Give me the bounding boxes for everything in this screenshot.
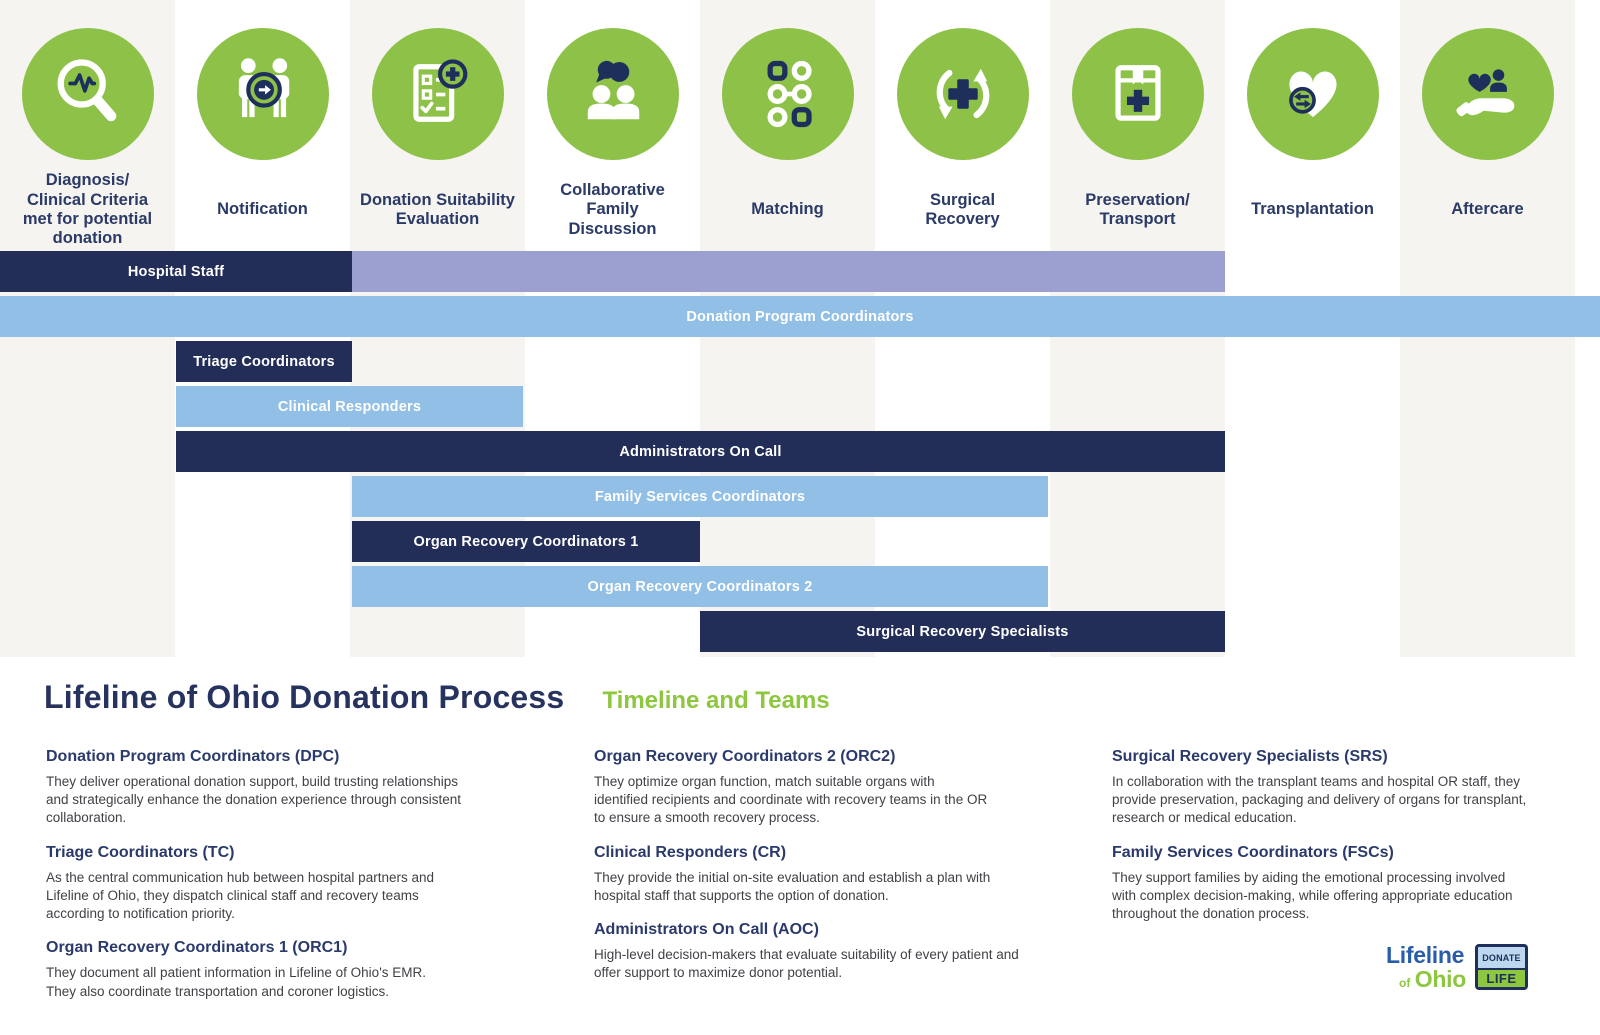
step-label: Donation Suitability Evaluation <box>360 190 515 228</box>
team-description: Organ Recovery Coordinators 1 (ORC1) The… <box>46 939 546 1000</box>
team-heading: Clinical Responders (CR) <box>594 843 787 861</box>
checklist-plus-icon <box>371 28 504 160</box>
description-column-1: Donation Program Coordinators (DPC) They… <box>46 748 546 1017</box>
timeline-bar-hospital-staff: Hospital Staff <box>0 251 1225 292</box>
team-body: They provide the initial on-site evaluat… <box>594 869 991 903</box>
description-column-3: Surgical Recovery Specialists (SRS) In c… <box>1112 748 1590 939</box>
team-heading: Organ Recovery Coordinators 2 (ORC2) <box>594 748 896 765</box>
process-step-diagnosis: Diagnosis/ Clinical Criteria met for pot… <box>0 0 175 247</box>
hand-care-icon <box>1421 28 1554 160</box>
team-description: Triage Coordinators (TC) As the central … <box>46 844 546 924</box>
timeline-bar-label: Family Services Coordinators <box>594 488 806 505</box>
team-description: Clinical Responders (CR) They provide th… <box>594 844 1094 905</box>
process-step-surgical-recovery: Surgical Recovery <box>875 0 1050 228</box>
family-chat-icon <box>546 28 679 160</box>
team-description: Organ Recovery Coordinators 2 (ORC2) The… <box>594 748 1094 828</box>
step-label: Aftercare <box>1451 200 1524 219</box>
timeline-bar-clinical-responders: Clinical Responders <box>176 386 523 427</box>
team-description: Family Services Coordinators (FSCs) They… <box>1112 844 1590 924</box>
process-step-preservation-transport: Preservation/ Transport <box>1050 0 1225 228</box>
team-body: They support families by aiding the emot… <box>1112 869 1513 922</box>
team-body: They document all patient information in… <box>46 965 427 999</box>
team-body: In collaboration with the transplant tea… <box>1112 774 1527 826</box>
timeline-bar-label: Surgical Recovery Specialists <box>856 623 1069 640</box>
step-label: Matching <box>751 200 824 219</box>
page-subtitle: Timeline and Teams <box>602 687 830 714</box>
step-label: Notification <box>217 200 308 219</box>
team-body: They deliver operational donation suppor… <box>46 774 462 826</box>
transport-box-icon <box>1071 28 1204 160</box>
logo-ohio-text: Ohio <box>1414 966 1466 992</box>
timeline-bar-label: Organ Recovery Coordinators 2 <box>587 578 813 595</box>
timeline-bar-hospital-staff-extension <box>352 251 1225 292</box>
process-step-matching: Matching <box>700 0 875 218</box>
process-step-aftercare: Aftercare <box>1400 0 1575 218</box>
step-label: Collaborative Family Discussion <box>560 180 665 238</box>
team-description: Administrators On Call (AOC) High-level … <box>594 921 1094 982</box>
team-body: High-level decision-makers that evaluate… <box>594 947 1019 981</box>
logo-lifeline-text: Lifeline <box>1386 942 1465 968</box>
lifeline-of-ohio-logo: Lifeline of Ohio DONATE LIFE <box>1386 944 1528 991</box>
timeline-bar-triage-coordinators: Triage Coordinators <box>176 341 352 382</box>
page-title: Lifeline of Ohio Donation Process <box>44 679 565 715</box>
timeline-bar-label: Donation Program Coordinators <box>686 308 914 325</box>
timeline-bar-administrators-on-call: Administrators On Call <box>176 431 1225 472</box>
donate-life-donate-text: DONATE <box>1482 952 1521 963</box>
process-step-family-discussion: Collaborative Family Discussion <box>525 0 700 238</box>
heart-exchange-icon <box>1246 28 1379 160</box>
donate-life-life-text: LIFE <box>1477 968 1525 987</box>
section-title-row: Lifeline of Ohio Donation Process Timeli… <box>44 679 830 716</box>
process-step-suitability-evaluation: Donation Suitability Evaluation <box>350 0 525 228</box>
team-heading: Family Services Coordinators (FSCs) <box>1112 843 1394 861</box>
step-label: Transplantation <box>1251 200 1374 219</box>
timeline-bar-family-services-coordinators: Family Services Coordinators <box>352 476 1048 517</box>
logo-of-text: of <box>1399 976 1411 990</box>
timeline-bar-label: Triage Coordinators <box>193 353 335 370</box>
team-description: Donation Program Coordinators (DPC) They… <box>46 748 546 828</box>
timeline-bar-donation-program-coordinators: Donation Program Coordinators <box>0 296 1600 337</box>
team-heading: Donation Program Coordinators (DPC) <box>46 748 340 765</box>
people-arrow-icon <box>196 28 329 160</box>
step-label: Surgical Recovery <box>925 190 1000 228</box>
step-label: Preservation/ Transport <box>1085 190 1190 228</box>
timeline-bar-label: Hospital Staff <box>0 251 352 292</box>
process-step-transplantation: Transplantation <box>1225 0 1400 218</box>
team-heading: Surgical Recovery Specialists (SRS) <box>1112 748 1388 765</box>
team-description: Surgical Recovery Specialists (SRS) In c… <box>1112 748 1590 828</box>
timeline-bar-label: Administrators On Call <box>619 443 782 460</box>
match-nodes-icon <box>721 28 854 160</box>
magnifier-pulse-icon <box>21 28 154 160</box>
team-body: As the central communication hub between… <box>46 869 434 922</box>
timeline-bar-surgical-recovery-specialists: Surgical Recovery Specialists <box>700 611 1225 652</box>
team-heading: Administrators On Call (AOC) <box>594 921 819 939</box>
description-column-2: Organ Recovery Coordinators 2 (ORC2) The… <box>594 748 1094 999</box>
donate-life-logo: DONATE LIFE <box>1474 944 1528 990</box>
timeline-bar-organ-recovery-coordinators-2: Organ Recovery Coordinators 2 <box>352 566 1048 607</box>
process-step-notification: Notification <box>175 0 350 218</box>
team-body: They optimize organ function, match suit… <box>594 774 988 826</box>
timeline-bar-label: Organ Recovery Coordinators 1 <box>413 533 639 550</box>
timeline-bar-organ-recovery-coordinators-1: Organ Recovery Coordinators 1 <box>352 521 700 562</box>
team-heading: Triage Coordinators (TC) <box>46 843 235 861</box>
lifeline-of-ohio-wordmark: Lifeline of Ohio <box>1386 944 1466 991</box>
team-heading: Organ Recovery Coordinators 1 (ORC1) <box>46 939 348 957</box>
cycle-cross-icon <box>896 28 1029 160</box>
step-label: Diagnosis/ Clinical Criteria met for pot… <box>22 171 153 248</box>
timeline-bar-label: Clinical Responders <box>277 398 422 415</box>
